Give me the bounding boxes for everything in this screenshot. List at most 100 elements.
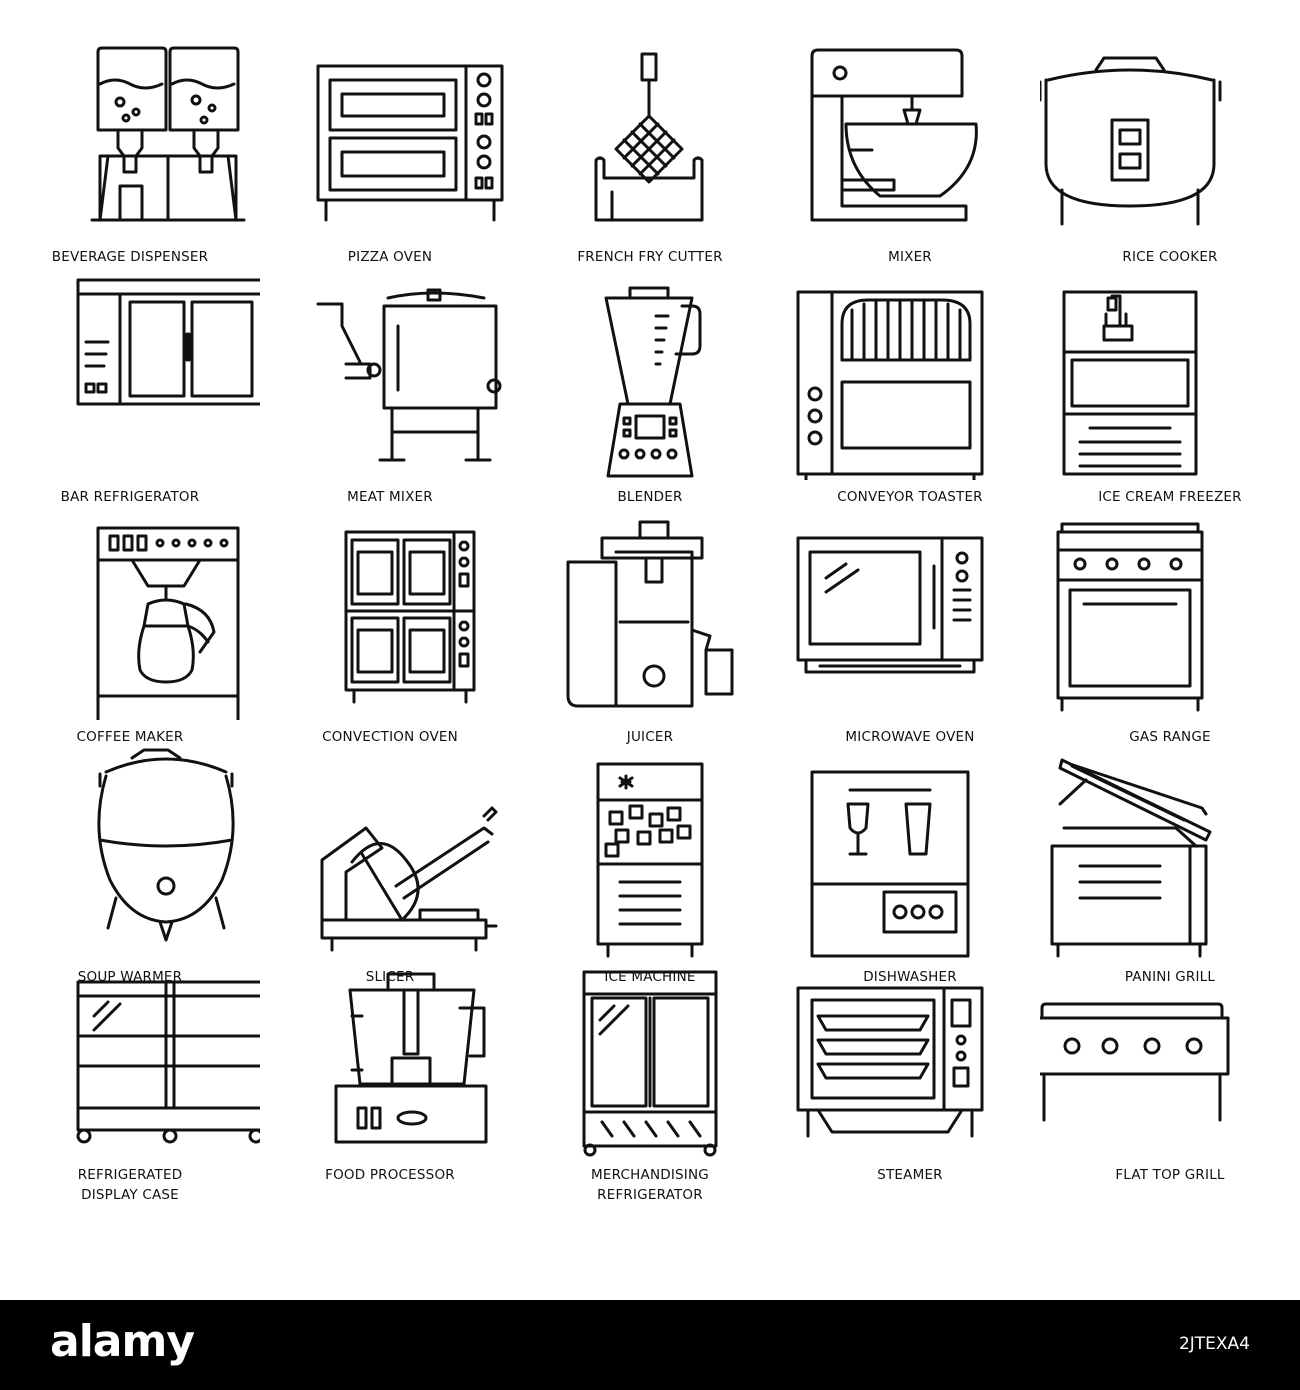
icon-label-line: RICE COOKER bbox=[1122, 249, 1218, 265]
icon-label-line: FRENCH FRY CUTTER bbox=[577, 249, 723, 265]
icon-label-line: DISHWASHER bbox=[863, 969, 957, 985]
microwave-oven-icon bbox=[796, 536, 984, 674]
icon-tile-mixer: MIXER bbox=[780, 0, 1040, 265]
icon-label-line: MICROWAVE OVEN bbox=[845, 729, 975, 745]
icon-tile-ice-cream-freezer: ICE CREAM FREEZER bbox=[1040, 240, 1300, 505]
icon-label-line: PANINI GRILL bbox=[1124, 969, 1216, 985]
icon-label: BAR REFRIGERATOR bbox=[0, 487, 260, 507]
icon-tile-gas-range: GAS RANGE bbox=[1040, 480, 1300, 745]
icon-label: REFRIGERATED DISPLAY CASE bbox=[0, 1165, 260, 1205]
coffee-maker-icon bbox=[96, 526, 240, 720]
icon-label: MIXER bbox=[780, 247, 1040, 267]
rice-cooker-icon bbox=[1040, 56, 1222, 226]
convection-oven-icon bbox=[344, 530, 476, 704]
icon-tile-rice-cooker: RICE COOKER bbox=[1040, 0, 1300, 265]
icon-tile-pizza-oven: PIZZA OVEN bbox=[260, 0, 520, 265]
french-fry-cutter-icon bbox=[594, 52, 704, 222]
flat-top-grill-icon bbox=[1040, 1002, 1230, 1122]
icon-label-line: FOOD PROCESSOR bbox=[325, 1167, 455, 1183]
icon-tile-dishwasher: DISHWASHER bbox=[780, 720, 1040, 985]
icon-label-line: DISPLAY CASE bbox=[81, 1187, 179, 1203]
conveyor-toaster-icon bbox=[796, 290, 984, 480]
stock-footer-bar: alamy 2JTEXA4 bbox=[0, 1300, 1300, 1390]
icon-label: PIZZA OVEN bbox=[260, 247, 520, 267]
icon-label: FLAT TOP GRILL bbox=[1040, 1165, 1300, 1185]
mixer-icon bbox=[810, 48, 978, 222]
icon-label-line: CONVEYOR TOASTER bbox=[837, 489, 983, 505]
icon-label: CONVECTION OVEN bbox=[260, 727, 520, 747]
icon-tile-beverage-dispenser: BEVERAGE DISPENSER bbox=[0, 0, 260, 265]
icon-sheet: BEVERAGE DISPENSER PIZZA OVEN FRENCH FRY… bbox=[0, 0, 1300, 1203]
icon-label-line: BEVERAGE DISPENSER bbox=[51, 249, 209, 265]
icon-tile-food-processor: FOOD PROCESSOR bbox=[260, 960, 520, 1200]
icon-tile-blender: BLENDER bbox=[520, 240, 780, 505]
icon-tile-slicer: SLICER bbox=[260, 720, 520, 985]
icon-tile-conveyor-toaster: CONVEYOR TOASTER bbox=[780, 240, 1040, 505]
soup-warmer-icon bbox=[97, 748, 235, 942]
icon-label-line: BAR REFRIGERATOR bbox=[60, 489, 200, 505]
icon-label-line: BLENDER bbox=[617, 489, 683, 505]
panini-grill-icon bbox=[1050, 758, 1212, 958]
icon-tile-flat-top-grill: FLAT TOP GRILL bbox=[1040, 960, 1300, 1200]
refrigerated-display-case-icon bbox=[76, 980, 260, 1144]
steamer-icon bbox=[796, 986, 984, 1138]
icon-label: CONVEYOR TOASTER bbox=[780, 487, 1040, 507]
icon-label-line: ICE CREAM FREEZER bbox=[1098, 489, 1242, 505]
bar-refrigerator-icon bbox=[76, 278, 260, 406]
icon-tile-ice-machine: ICE MACHINE bbox=[520, 720, 780, 985]
merchandising-refrigerator-icon bbox=[582, 970, 718, 1157]
meat-mixer-icon bbox=[316, 288, 502, 462]
icon-tile-microwave-oven: MICROWAVE OVEN bbox=[780, 480, 1040, 745]
icon-label: PANINI GRILL bbox=[1040, 967, 1300, 987]
image-code: 2JTEXA4 bbox=[1178, 1334, 1250, 1354]
icon-tile-merchandising-refrigerator: MERCHANDISING REFRIGERATOR bbox=[520, 960, 780, 1203]
icon-label: BLENDER bbox=[520, 487, 780, 507]
icon-label-line: JUICER bbox=[626, 729, 674, 745]
icon-label: DISHWASHER bbox=[780, 967, 1040, 987]
icon-label-line: GAS RANGE bbox=[1129, 729, 1211, 745]
icon-tile-french-fry-cutter: FRENCH FRY CUTTER bbox=[520, 0, 780, 265]
icon-label-line: MEAT MIXER bbox=[347, 489, 433, 505]
icon-label: FRENCH FRY CUTTER bbox=[520, 247, 780, 267]
icon-label-line: COFFEE MAKER bbox=[76, 729, 184, 745]
icon-label: BEVERAGE DISPENSER bbox=[0, 247, 260, 267]
icon-tile-bar-refrigerator: BAR REFRIGERATOR bbox=[0, 240, 260, 505]
food-processor-icon bbox=[334, 972, 488, 1144]
icon-tile-soup-warmer: SOUP WARMER bbox=[0, 720, 260, 985]
icon-label: JUICER bbox=[520, 727, 780, 747]
icon-label: RICE COOKER bbox=[1040, 247, 1300, 267]
icon-label-line: FLAT TOP GRILL bbox=[1115, 1167, 1225, 1183]
icon-tile-coffee-maker: COFFEE MAKER bbox=[0, 480, 260, 745]
icon-tile-convection-oven: CONVECTION OVEN bbox=[260, 480, 520, 745]
ice-cream-freezer-icon bbox=[1062, 290, 1198, 476]
icon-label-line: MERCHANDISING bbox=[591, 1167, 709, 1183]
icon-tile-refrigerated-display-case: REFRIGERATED DISPLAY CASE bbox=[0, 960, 260, 1203]
icon-tile-panini-grill: PANINI GRILL bbox=[1040, 720, 1300, 985]
icon-label-line: CONVECTION OVEN bbox=[322, 729, 458, 745]
icon-label: MICROWAVE OVEN bbox=[780, 727, 1040, 747]
icon-label-line: MIXER bbox=[888, 249, 932, 265]
icon-label-line: REFRIGERATED bbox=[77, 1167, 183, 1183]
juicer-icon bbox=[566, 520, 734, 708]
icon-label: COFFEE MAKER bbox=[0, 727, 260, 747]
beverage-dispenser-icon bbox=[90, 46, 246, 222]
icon-label: STEAMER bbox=[780, 1165, 1040, 1185]
dishwasher-icon bbox=[810, 770, 970, 958]
icon-tile-juicer: JUICER bbox=[520, 480, 780, 745]
icon-label-line: REFRIGERATOR bbox=[597, 1187, 703, 1203]
icon-label: MERCHANDISING REFRIGERATOR bbox=[520, 1165, 780, 1205]
blender-icon bbox=[604, 286, 702, 478]
icon-label: ICE CREAM FREEZER bbox=[1040, 487, 1300, 507]
icon-tile-meat-mixer: MEAT MIXER bbox=[260, 240, 520, 505]
ice-machine-icon bbox=[596, 762, 704, 958]
slicer-icon bbox=[320, 806, 498, 952]
icon-label: GAS RANGE bbox=[1040, 727, 1300, 747]
icon-label: MEAT MIXER bbox=[260, 487, 520, 507]
pizza-oven-icon bbox=[316, 64, 504, 222]
icon-label: FOOD PROCESSOR bbox=[260, 1165, 520, 1185]
stock-logo: alamy bbox=[50, 1316, 195, 1367]
icon-label-line: PIZZA OVEN bbox=[347, 249, 433, 265]
gas-range-icon bbox=[1056, 522, 1204, 712]
icon-tile-steamer: STEAMER bbox=[780, 960, 1040, 1200]
icon-label-line: STEAMER bbox=[877, 1167, 943, 1183]
